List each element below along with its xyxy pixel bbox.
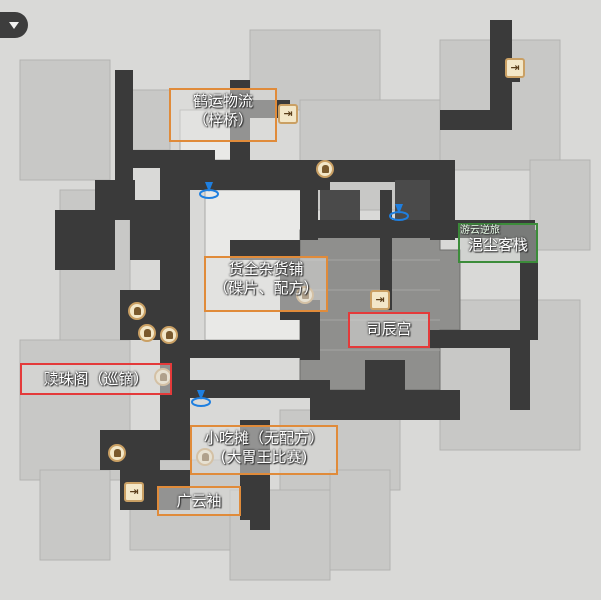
bag-icon — [165, 331, 173, 339]
label-line-1: 货全杂货铺 — [228, 260, 304, 278]
exit-door-icon[interactable]: ⇥ — [124, 482, 144, 502]
label-line-1: 赎珠阁（巡镝） — [43, 370, 149, 388]
label-line-1: 司辰宫 — [366, 320, 412, 338]
shop-bag-icon[interactable] — [160, 326, 178, 344]
label-huoquan[interactable]: 货全杂货铺 （碟片、配方） — [204, 256, 328, 312]
shop-bag-icon[interactable] — [108, 444, 126, 462]
chevron-down-icon — [9, 21, 19, 29]
exit-door-icon[interactable]: ⇥ — [505, 58, 525, 78]
label-line-1: 鹤运物流 — [192, 92, 253, 110]
teleport-anchor-icon[interactable] — [190, 386, 212, 408]
label-line-2: （梓桥） — [192, 111, 253, 129]
dropdown-toggle-icon[interactable] — [0, 12, 28, 38]
label-line-1: 广云袖 — [176, 492, 222, 510]
bag-icon — [133, 307, 141, 315]
label-line-2: （碟片、配方） — [213, 279, 319, 297]
bag-icon — [113, 449, 121, 457]
label-xiaochitan[interactable]: 小吃摊（无配方） (大胃王比赛) — [190, 425, 338, 475]
label-hunchen[interactable]: 游云逆旅 浥尘客栈 — [458, 223, 538, 263]
label-guangyunjie[interactable]: 广云袖 — [157, 486, 241, 516]
label-tag: 游云逆旅 — [460, 225, 500, 236]
teleport-anchor-icon[interactable] — [198, 178, 220, 200]
label-line-1: 浥尘客栈 — [467, 236, 528, 254]
shop-bag-icon[interactable] — [138, 324, 156, 342]
exit-door-icon[interactable]: ⇥ — [370, 290, 390, 310]
teleport-anchor-icon[interactable] — [388, 200, 410, 222]
shop-bag-icon[interactable] — [128, 302, 146, 320]
bag-icon — [321, 165, 329, 173]
label-line-2: (大胃王比赛) — [220, 448, 308, 466]
label-sichengong[interactable]: 司辰宫 — [348, 312, 430, 348]
bag-icon — [143, 329, 151, 337]
exit-door-icon[interactable]: ⇥ — [278, 104, 298, 124]
label-line-1: 小吃摊（无配方） — [203, 429, 324, 447]
label-duzhuge[interactable]: 赎珠阁（巡镝） — [20, 363, 172, 395]
shop-bag-icon[interactable] — [316, 160, 334, 178]
label-yunzhuan[interactable]: 鹤运物流 （梓桥） — [169, 88, 277, 142]
